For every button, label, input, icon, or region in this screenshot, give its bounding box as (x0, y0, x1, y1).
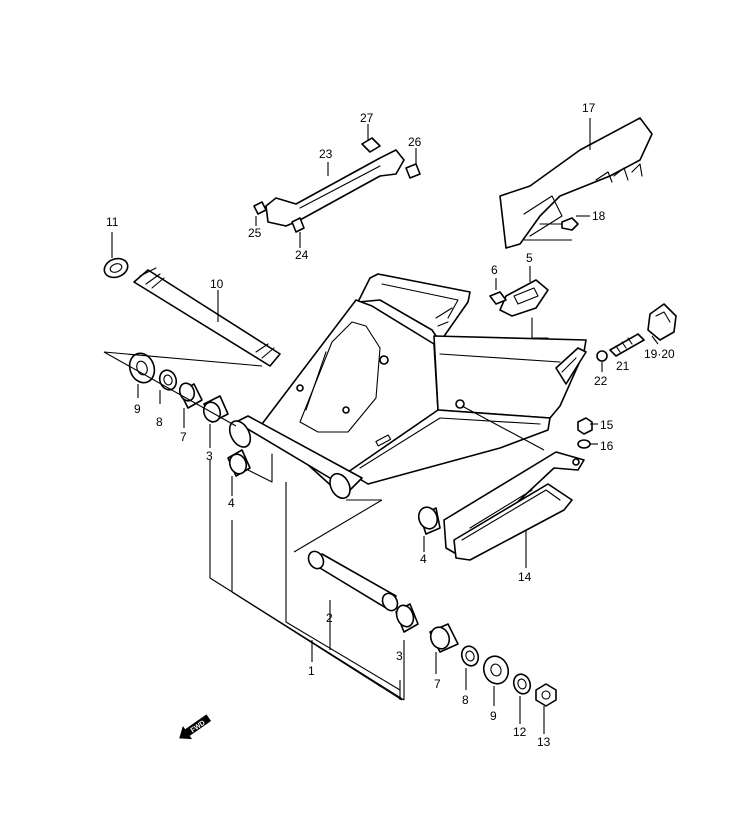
callout-8-left: 8 (156, 415, 163, 429)
callout-14: 14 (518, 570, 532, 584)
callout-26: 26 (408, 135, 422, 149)
callout-2: 2 (326, 611, 333, 625)
chain-buffer (443, 451, 585, 561)
callout-19-20: 19·20 (644, 347, 675, 361)
chain-guard (499, 117, 653, 249)
callout-24: 24 (295, 248, 309, 262)
bolt-and-washer (577, 417, 593, 449)
callout-25: 25 (248, 226, 262, 240)
right-bearing-parts (395, 506, 557, 707)
callout-16: 16 (600, 439, 614, 453)
callout-3-left: 3 (206, 449, 213, 463)
callout-labels: 1 2 3 3 4 4 5 6 7 7 8 8 9 9 10 11 12 13 … (106, 101, 675, 749)
torque-rod (253, 137, 421, 233)
callout-22: 22 (594, 374, 608, 388)
callout-18: 18 (592, 209, 606, 223)
callout-9-right: 9 (490, 709, 497, 723)
callout-23: 23 (319, 147, 333, 161)
callout-13: 13 (537, 735, 551, 749)
callout-5: 5 (526, 251, 533, 265)
pivot-collar (307, 550, 399, 612)
pivot-shaft (133, 267, 281, 367)
callout-12: 12 (513, 725, 527, 739)
callout-21: 21 (616, 359, 630, 373)
callout-10: 10 (210, 277, 224, 291)
callout-3-right: 3 (396, 649, 403, 663)
swingarm-body (228, 273, 587, 500)
callout-15: 15 (600, 418, 614, 432)
callout-1: 1 (308, 664, 315, 678)
leader-lines (103, 118, 659, 734)
callout-4-left: 4 (228, 496, 235, 510)
chain-adjuster (596, 303, 677, 362)
fwd-label: FWD (190, 720, 207, 735)
callout-4-right: 4 (420, 552, 427, 566)
callout-17: 17 (582, 101, 596, 115)
callout-7-left: 7 (180, 430, 187, 444)
callout-27: 27 (360, 111, 374, 125)
fwd-arrow-icon: FWD (179, 714, 212, 740)
callout-11: 11 (106, 215, 119, 229)
callout-9-left: 9 (134, 402, 141, 416)
chain-guard-bracket (489, 279, 549, 339)
callout-6: 6 (491, 263, 498, 277)
callout-8-right: 8 (462, 693, 469, 707)
left-bearing-parts (128, 352, 251, 477)
pivot-nut (103, 257, 129, 279)
callout-7-right: 7 (434, 677, 441, 691)
